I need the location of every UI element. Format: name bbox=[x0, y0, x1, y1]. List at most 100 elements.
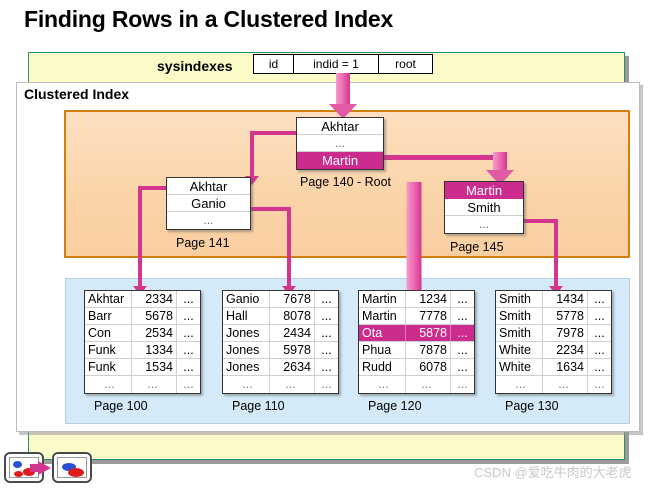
connector-page141-to-page100-v bbox=[138, 186, 142, 289]
cell-value: ... bbox=[406, 376, 451, 393]
data-page-page110[interactable]: Ganio 7678 ... Hall 8078 ... Jones 2434 … bbox=[222, 290, 339, 394]
index-node-page141-page-label: Page 141 bbox=[176, 236, 230, 250]
cell-name: Hall bbox=[223, 308, 270, 324]
sysindexes-cell-root: root bbox=[395, 57, 416, 71]
table-row: Jones 2634 ... bbox=[223, 359, 338, 376]
table-row: White 1634 ... bbox=[496, 359, 611, 376]
table-row: Martin 1234 ... bbox=[359, 291, 474, 308]
table-row: ... ... ... bbox=[85, 376, 200, 393]
data-page-page120-label: Page 120 bbox=[368, 399, 422, 413]
table-row: Rudd 6078 ... bbox=[359, 359, 474, 376]
clustered-index-label: Clustered Index bbox=[24, 86, 130, 102]
sysindexes-row: id indid = 1 root bbox=[253, 54, 433, 74]
red-shape-icon bbox=[23, 468, 35, 476]
table-row: Smith 7978 ... bbox=[496, 325, 611, 342]
table-row: Ganio 7678 ... bbox=[223, 291, 338, 308]
cell-name: Phua bbox=[359, 342, 406, 358]
index-node-page141-row-0: Akhtar bbox=[167, 178, 250, 195]
cell-more: ... bbox=[321, 343, 332, 357]
cell-value: 7778 bbox=[406, 308, 451, 324]
cell-more: ... bbox=[457, 377, 468, 391]
cell-more: ... bbox=[594, 309, 605, 323]
red-shape-icon bbox=[14, 471, 23, 477]
cell-more: ... bbox=[594, 377, 605, 391]
cell-name: Smith bbox=[496, 308, 543, 324]
transition-arrow-icon bbox=[38, 461, 51, 475]
index-node-page145-row-0: Martin bbox=[445, 182, 523, 199]
index-node-root-row-0: Akhtar bbox=[297, 118, 383, 135]
cell-more: ... bbox=[321, 292, 332, 306]
cell-more: ... bbox=[321, 377, 332, 391]
cell-more: ... bbox=[321, 360, 332, 374]
table-row: Jones 2434 ... bbox=[223, 325, 338, 342]
cell-value: 5778 bbox=[543, 308, 588, 324]
cell-value: 5678 bbox=[132, 308, 177, 324]
index-node-root-page-label: Page 140 - Root bbox=[300, 175, 392, 189]
index-node-root[interactable]: Akhtar ... Martin bbox=[296, 117, 384, 170]
page-title: Finding Rows in a Clustered Index bbox=[24, 6, 394, 32]
block-arrow-sysindexes-to-root bbox=[329, 73, 357, 119]
cell-value: 7978 bbox=[543, 325, 588, 341]
data-page-page130-label: Page 130 bbox=[505, 399, 559, 413]
table-row: Funk 1534 ... bbox=[85, 359, 200, 376]
cell-value: 2434 bbox=[270, 325, 315, 341]
index-node-page141[interactable]: Akhtar Ganio ... bbox=[166, 177, 251, 230]
cell-value: 5978 bbox=[270, 342, 315, 358]
cell-more: ... bbox=[321, 326, 332, 340]
cell-name: Ota bbox=[359, 325, 406, 341]
cell-name: Funk bbox=[85, 342, 132, 358]
table-row: Smith 1434 ... bbox=[496, 291, 611, 308]
cell-name: Smith bbox=[496, 291, 543, 307]
cell-name: Funk bbox=[85, 359, 132, 375]
table-row: Martin 7778 ... bbox=[359, 308, 474, 325]
table-row: Akhtar 2334 ... bbox=[85, 291, 200, 308]
cell-name: Barr bbox=[85, 308, 132, 324]
data-page-page100[interactable]: Akhtar 2334 ... Barr 5678 ... Con 2534 .… bbox=[84, 290, 201, 394]
data-page-page130[interactable]: Smith 1434 ... Smith 5778 ... Smith 7978… bbox=[495, 290, 612, 394]
cell-more: ... bbox=[594, 360, 605, 374]
cell-value: 8078 bbox=[270, 308, 315, 324]
cell-more: ... bbox=[183, 326, 194, 340]
connector-page145-to-page130-v bbox=[554, 219, 558, 289]
cell-name: White bbox=[496, 342, 543, 358]
cell-value: 1534 bbox=[132, 359, 177, 375]
slide-navigation[interactable] bbox=[4, 452, 92, 484]
index-node-page145[interactable]: Martin Smith ... bbox=[444, 181, 524, 234]
table-row: Phua 7878 ... bbox=[359, 342, 474, 359]
table-row-highlighted: Ota 5878 ... bbox=[359, 325, 474, 342]
table-row: ... ... ... bbox=[223, 376, 338, 393]
table-row: ... ... ... bbox=[496, 376, 611, 393]
blue-shape-icon bbox=[13, 461, 22, 468]
cell-more: ... bbox=[183, 377, 194, 391]
connector-root-to-page141-v bbox=[250, 131, 254, 179]
sysindexes-cell-id: id bbox=[254, 55, 294, 73]
index-node-root-row-1: ... bbox=[297, 135, 383, 152]
cell-more: ... bbox=[457, 309, 468, 323]
cell-name: ... bbox=[359, 376, 406, 393]
cell-value: 2534 bbox=[132, 325, 177, 341]
connector-page141-to-page100-h bbox=[138, 186, 178, 190]
cell-value: 1434 bbox=[543, 291, 588, 307]
cell-value: 6078 bbox=[406, 359, 451, 375]
data-page-page120[interactable]: Martin 1234 ... Martin 7778 ... Ota 5878… bbox=[358, 290, 475, 394]
index-node-page145-row-2: ... bbox=[478, 217, 489, 231]
cell-more: ... bbox=[183, 360, 194, 374]
table-row: White 2234 ... bbox=[496, 342, 611, 359]
transition-arrow-tail bbox=[30, 464, 40, 472]
cell-name: Rudd bbox=[359, 359, 406, 375]
index-node-page145-row-1: Smith bbox=[445, 199, 523, 216]
blue-shape-icon bbox=[62, 463, 76, 471]
cell-name: ... bbox=[223, 376, 270, 393]
cell-more: ... bbox=[183, 309, 194, 323]
cell-more: ... bbox=[594, 292, 605, 306]
cell-more: ... bbox=[594, 343, 605, 357]
cell-more: ... bbox=[457, 326, 468, 340]
index-node-page141-row-1: Ganio bbox=[167, 195, 250, 212]
slide-thumbnail-current[interactable] bbox=[52, 452, 92, 483]
cell-name: Martin bbox=[359, 291, 406, 307]
cell-value: ... bbox=[270, 376, 315, 393]
cell-value: 2334 bbox=[132, 291, 177, 307]
table-row: Funk 1334 ... bbox=[85, 342, 200, 359]
cell-name: ... bbox=[85, 376, 132, 393]
